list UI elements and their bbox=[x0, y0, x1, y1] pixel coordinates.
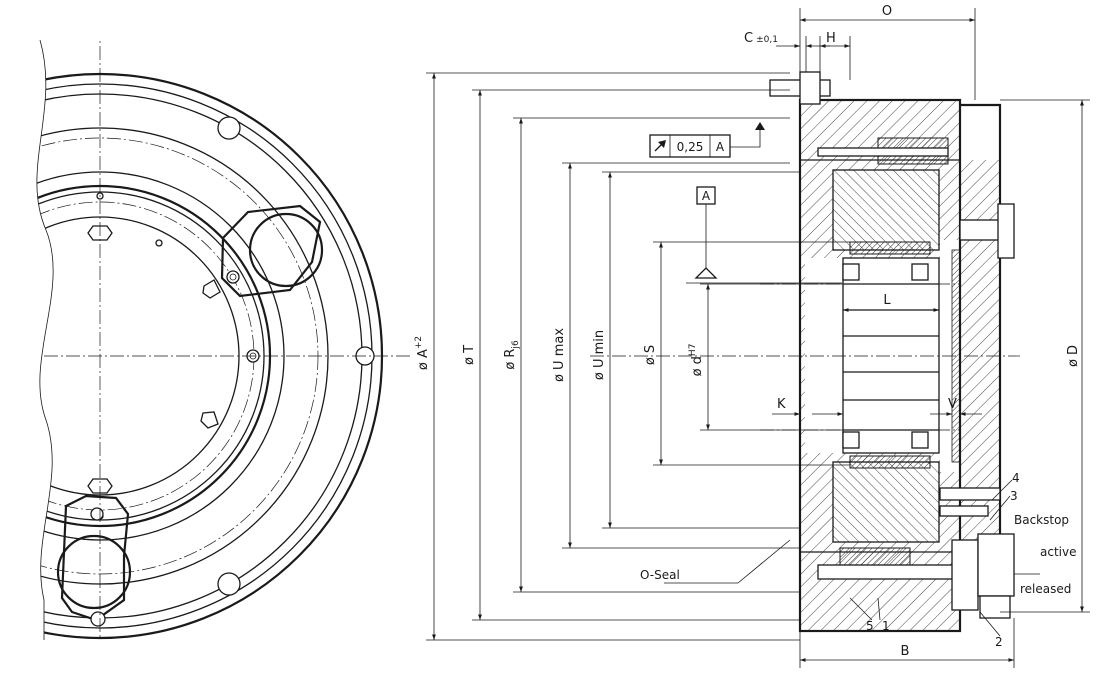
dim-o-label: O bbox=[882, 4, 892, 19]
dim-d-outer-label: ø D bbox=[1066, 345, 1081, 367]
front-view bbox=[36, 39, 410, 640]
part-number-4: 4 bbox=[1012, 471, 1020, 485]
part-number-2: 2 bbox=[995, 635, 1003, 649]
dim-u-min-label: ø U min bbox=[592, 330, 607, 380]
released-label: released bbox=[1020, 582, 1071, 596]
dim-l-label: L bbox=[883, 293, 891, 308]
dim-u-max-label: ø U max bbox=[552, 328, 567, 382]
dim-d-bore-label: ø dH7 bbox=[688, 344, 705, 377]
tolerance-value: 0,25 bbox=[677, 140, 704, 154]
part-number-1: 1 bbox=[882, 619, 890, 633]
dim-r-label: ø Rj6 bbox=[503, 340, 521, 370]
dimension-lines bbox=[426, 8, 1090, 668]
section-view bbox=[590, 71, 1020, 633]
dim-c-label: C±0,1 bbox=[744, 31, 778, 46]
part-number-5: 5 bbox=[866, 619, 874, 633]
active-label: active bbox=[1040, 545, 1076, 559]
datum-marker: A bbox=[696, 186, 716, 205]
datum-label: A bbox=[702, 189, 711, 203]
tolerance-frame: 0,25 A bbox=[649, 134, 731, 158]
part-number-3: 3 bbox=[1010, 489, 1018, 503]
dim-s-label: ø S bbox=[643, 345, 658, 365]
dim-b-label: B bbox=[901, 644, 910, 659]
dimension-labels: ø A+2 ø T ø Rj6 ø U max ø U min ø S ø dH… bbox=[414, 4, 1081, 659]
backstop-label: Backstop bbox=[1014, 513, 1069, 527]
dim-k-label: K bbox=[777, 397, 786, 412]
tolerance-datum: A bbox=[716, 140, 725, 154]
dim-a-label: ø A+2 bbox=[414, 336, 431, 370]
dim-t-label: ø T bbox=[462, 345, 477, 365]
o-seal-label: O-Seal bbox=[640, 568, 680, 582]
annotations: O-Seal Backstop active released 1 2 3 4 … bbox=[640, 471, 1076, 649]
dim-h-label: H bbox=[826, 31, 836, 46]
dim-v-label: V bbox=[948, 397, 957, 412]
